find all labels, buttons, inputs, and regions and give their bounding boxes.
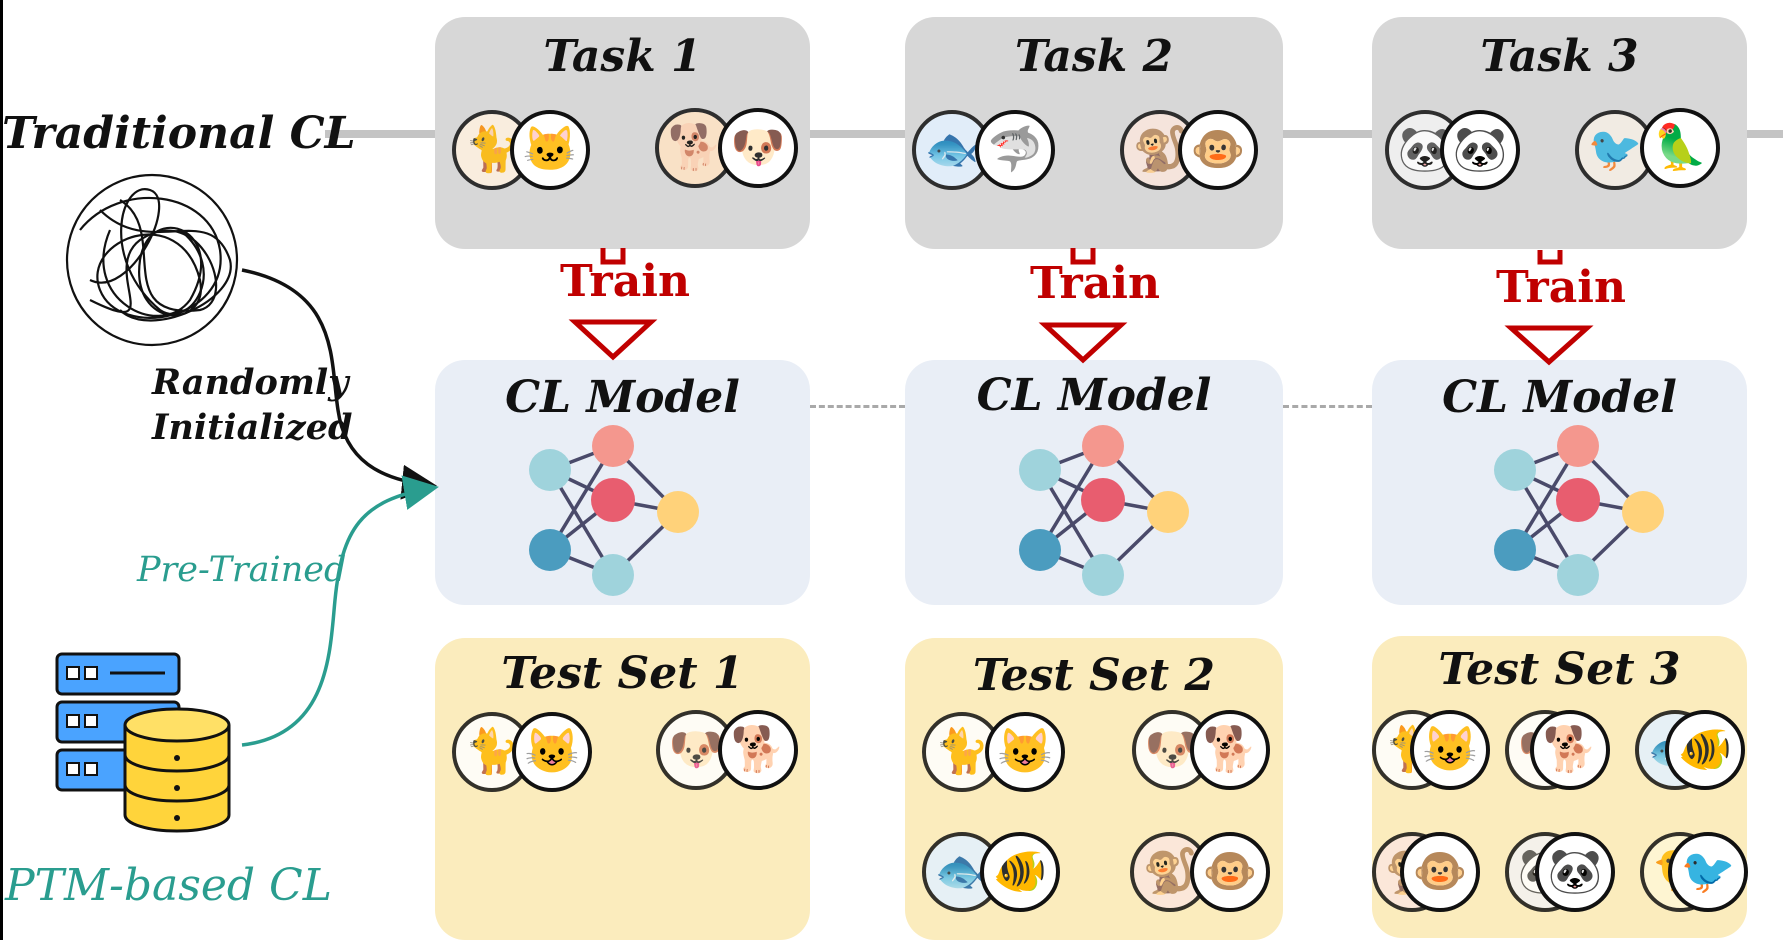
randomly-label: Randomly	[152, 362, 349, 403]
fish-icon: 🐠	[1665, 710, 1745, 790]
train-arrow-stem-3	[1537, 250, 1563, 265]
bird-icon: 🐦	[1668, 832, 1748, 912]
cat-icon: 😺	[512, 712, 592, 792]
train-label-3: Train	[1496, 262, 1626, 313]
pretrained-database-icon	[55, 652, 231, 833]
traditional-cl-label: Traditional CL	[2, 108, 356, 159]
monkey-icon: 🐵	[1190, 832, 1270, 912]
network-icon-2	[1019, 425, 1189, 596]
dog-icon: 🐕	[1190, 710, 1270, 790]
pretrained-arrow	[241, 475, 439, 747]
parrot-icon: 🦜	[1640, 108, 1720, 188]
model-title-2: CL Model	[976, 370, 1212, 421]
model-title-3: CL Model	[1442, 372, 1677, 423]
task-title-1: Task 1	[543, 31, 702, 82]
train-arrow-head-1	[568, 319, 658, 361]
test-title-1: Test Set 1	[501, 648, 744, 699]
model-box-3: CL Model	[1372, 360, 1747, 605]
cat-icon: 🐈	[452, 712, 532, 792]
panda-icon: 🐼	[1535, 832, 1615, 912]
ptm-based-cl-label: PTM-based CL	[5, 860, 332, 911]
cat-icon: 😺	[985, 712, 1065, 792]
fish-icon: 🐟	[912, 110, 992, 190]
test-title-2: Test Set 2	[972, 650, 1216, 701]
fish-icon: 🐠	[980, 832, 1060, 912]
train-label-2: Train	[1030, 258, 1160, 309]
model-link-1-2	[810, 405, 905, 408]
dog-icon: 🐶	[718, 108, 798, 188]
monkey-icon: 🐵	[1178, 110, 1258, 190]
random-init-arrow	[241, 268, 437, 500]
train-arrow-stem-2	[1070, 248, 1096, 265]
network-icon-1	[529, 425, 699, 596]
test-title-3: Test Set 3	[1438, 644, 1681, 695]
random-init-ball-icon	[65, 173, 239, 347]
cat-icon: 🐱	[510, 110, 590, 190]
dog-icon: 🐕	[1530, 710, 1610, 790]
dog-icon: 🐕	[655, 108, 735, 188]
train-arrow-head-2	[1038, 322, 1128, 364]
initialized-label: Initialized	[152, 407, 353, 448]
cat-icon: 🐈	[922, 712, 1002, 792]
left-border	[0, 0, 3, 940]
dog-icon: 🐶	[656, 710, 736, 790]
monkey-icon: 🐵	[1400, 832, 1480, 912]
train-arrow-stem-1	[600, 248, 626, 265]
dog-icon: 🐕	[718, 710, 798, 790]
model-link-2-3	[1283, 405, 1372, 408]
pre-trained-label: Pre-Trained	[137, 550, 347, 590]
network-icon-3	[1494, 425, 1664, 596]
shark-icon: 🦈	[975, 110, 1055, 190]
train-arrow-head-3	[1504, 325, 1594, 366]
task-title-3: Task 3	[1480, 31, 1639, 82]
model-title-1: CL Model	[505, 372, 740, 423]
cat-icon: 😺	[1410, 710, 1490, 790]
panda-icon: 🐼	[1440, 110, 1520, 190]
task-title-2: Task 2	[1014, 31, 1174, 82]
